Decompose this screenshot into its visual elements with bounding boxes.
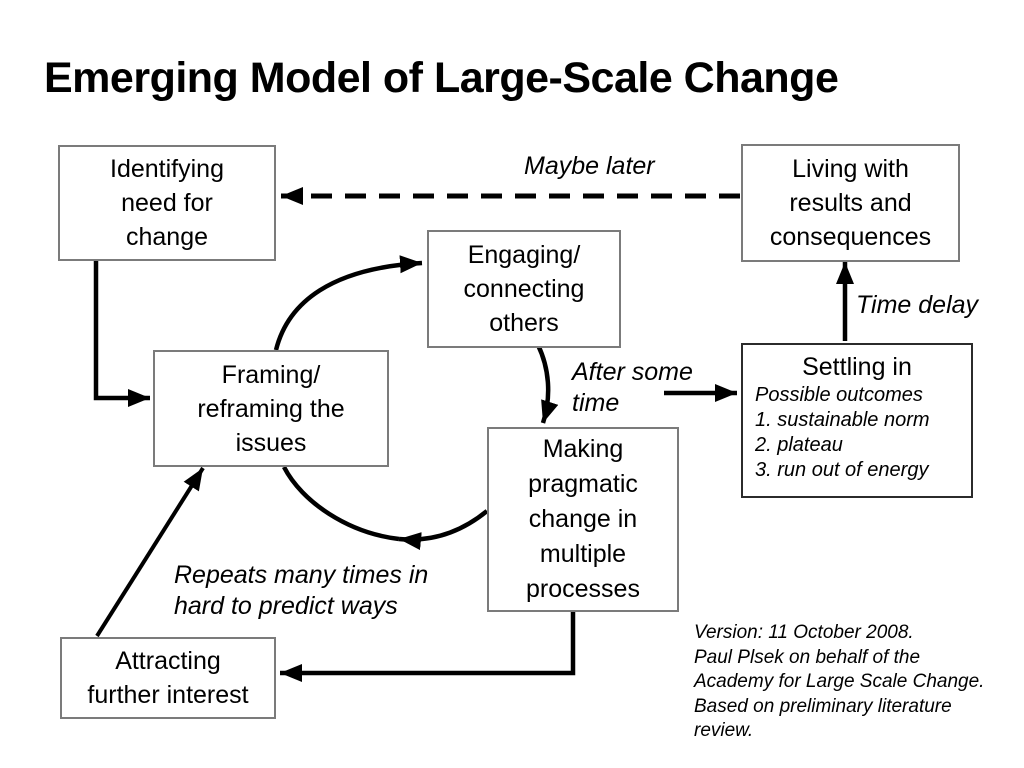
- box-line: Making: [542, 435, 624, 463]
- label-line: Paul Plsek on behalf of the: [694, 646, 921, 668]
- label-repeats-many-times: Repeats many times in hard to predict wa…: [174, 560, 428, 622]
- label-version-credit: Version: 11 October 2008. Paul Plsek on …: [694, 621, 984, 744]
- box-line: issues: [235, 428, 307, 457]
- box-line: multiple: [539, 540, 627, 568]
- label-maybe-later: Maybe later: [524, 152, 655, 180]
- box-line: pragmatic: [528, 470, 638, 498]
- box-settling-in: Settling in Possible outcomes 1. sustain…: [741, 343, 973, 498]
- box-attracting-further-interest: Attracting further interest: [60, 637, 276, 719]
- settling-outcome: 3. run out of energy: [755, 459, 929, 481]
- label-line: Version: 11 October 2008.: [694, 622, 914, 643]
- box-line: Attracting: [115, 647, 221, 675]
- box-line: change in: [528, 505, 638, 533]
- label-line: Based on preliminary literature: [694, 695, 952, 717]
- arrow-engaging-to-making: [535, 344, 559, 424]
- arc-making-to-framing-tail: [281, 465, 400, 542]
- arrow-attracting-to-framing: [95, 466, 205, 638]
- settling-heading: Settling in: [802, 353, 912, 381]
- box-line: processes: [526, 575, 640, 603]
- box-line: Engaging/: [467, 241, 581, 269]
- label-line: Academy for Large Scale Change.: [694, 671, 985, 692]
- box-line: others: [489, 309, 559, 337]
- box-framing-reframing-issues: Framing/ reframing the issues: [153, 350, 389, 467]
- box-identifying-need-for-change: Identifying need for change: [58, 145, 276, 261]
- arrow-making-to-attracting: [280, 607, 576, 682]
- box-line: connecting: [463, 275, 585, 303]
- box-line: need for: [121, 189, 213, 217]
- box-engaging-connecting-others: Engaging/ connecting others: [427, 230, 621, 348]
- label-line: hard to predict ways: [174, 592, 398, 620]
- box-line: Identifying: [110, 155, 224, 183]
- label-line: After some: [572, 358, 693, 386]
- box-line: Living with: [792, 155, 909, 183]
- slide-title: Emerging Model of Large-Scale Change: [44, 54, 839, 102]
- label-line: Repeats many times in: [174, 561, 429, 589]
- box-living-with-results: Living with results and consequences: [741, 144, 960, 262]
- settling-outcome: 1. sustainable norm: [755, 409, 930, 431]
- box-line: further interest: [87, 681, 249, 709]
- label-time-delay: Time delay: [856, 291, 979, 319]
- label-after-some-time: After some time: [572, 357, 693, 419]
- label-line: time: [572, 389, 620, 417]
- box-line: Framing/: [221, 360, 321, 389]
- box-line: consequences: [769, 223, 932, 251]
- label-line: review.: [694, 720, 754, 741]
- box-making-pragmatic-change: Making pragmatic change in multiple proc…: [487, 427, 679, 612]
- arrow-making-to-framing-segment: [398, 509, 489, 551]
- box-line: change: [125, 223, 209, 251]
- box-line: reframing the: [197, 394, 345, 423]
- box-line: results and: [789, 189, 912, 217]
- arrow-identifying-to-framing: [93, 255, 150, 407]
- settling-outcome: Possible outcomes: [755, 384, 923, 406]
- arrow-framing-to-engaging: [273, 255, 423, 351]
- settling-outcome: 2. plateau: [755, 434, 843, 456]
